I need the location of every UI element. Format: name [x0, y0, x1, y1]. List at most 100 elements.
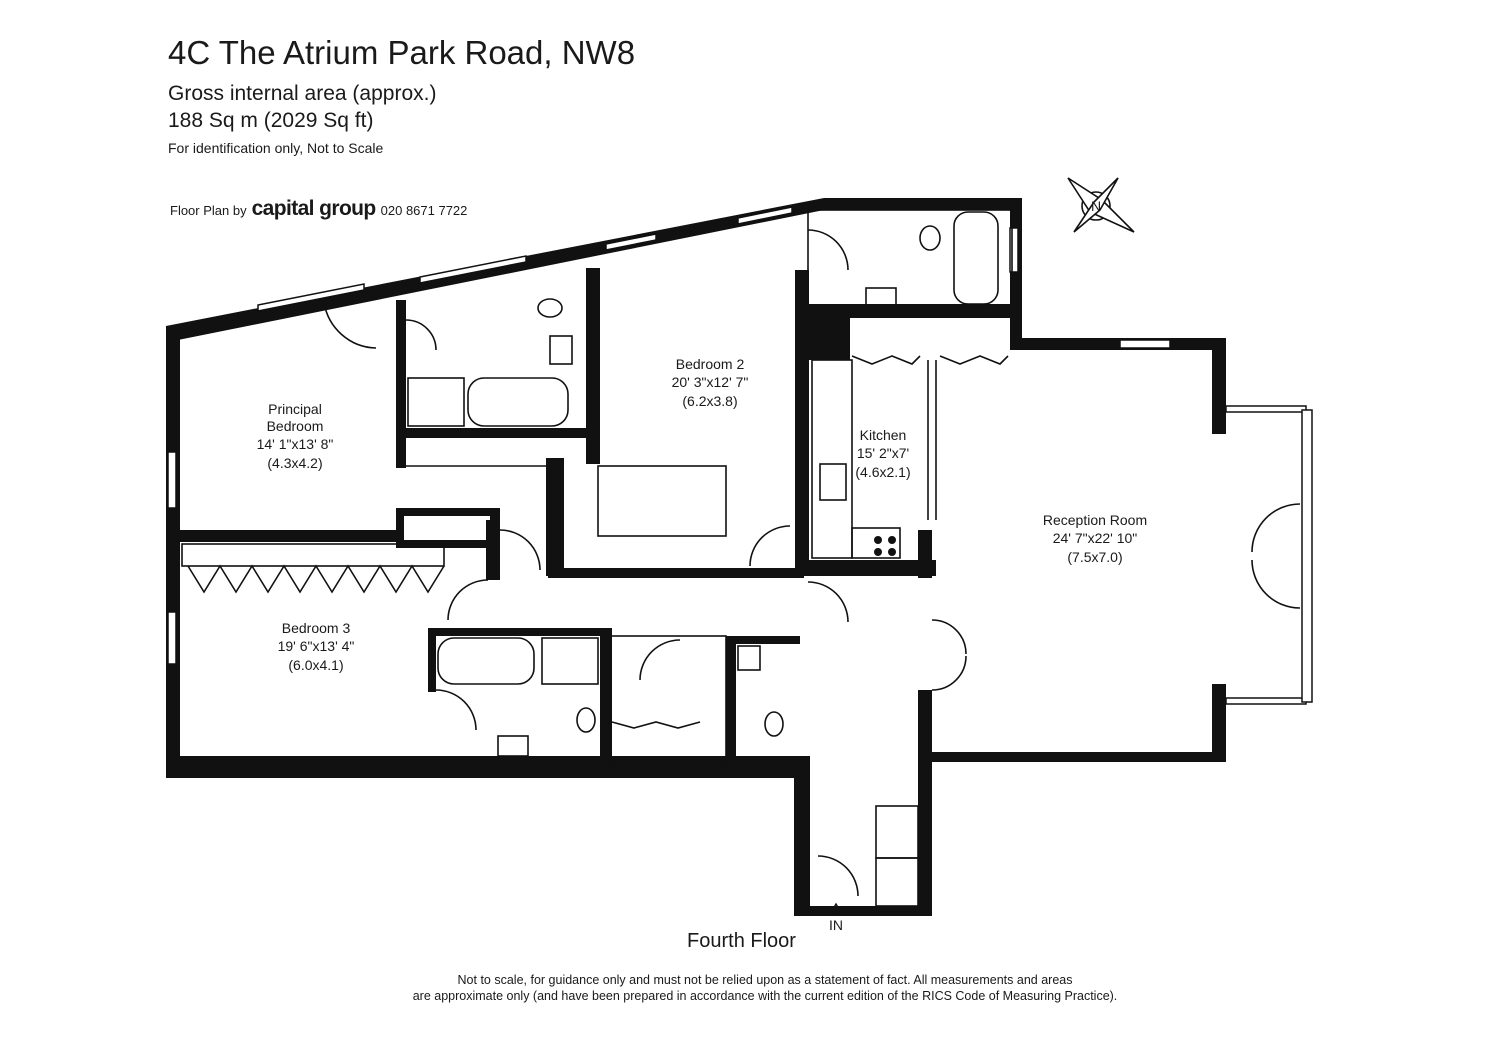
bed-area [597, 465, 727, 537]
basin [865, 287, 897, 307]
bedroom2-south-wall [546, 458, 564, 576]
room-metric: (6.2x3.8) [682, 393, 737, 409]
south-wall-bedrooms [166, 756, 806, 778]
hob-ring [874, 536, 882, 544]
principal-east-wall [586, 268, 600, 464]
door-swing [499, 529, 541, 571]
door-swing [1251, 559, 1301, 609]
toilet [576, 707, 596, 733]
compass-rose-icon [1073, 177, 1119, 233]
toilet [764, 711, 784, 737]
bathroom-north-wall [428, 628, 608, 636]
entrance-arrow-icon [828, 902, 844, 915]
bath [467, 377, 569, 427]
bay-window [1301, 409, 1313, 703]
reception-north-wall [1010, 338, 1226, 350]
window [737, 206, 793, 225]
wardrobe-doors [187, 564, 445, 594]
entrance-wall [794, 906, 932, 916]
basin [497, 735, 529, 757]
hall-north-wall [548, 568, 804, 578]
room-name: Bedroom 2 [676, 356, 745, 372]
principal-ensuite-west-wall [396, 300, 406, 468]
toilet [537, 298, 563, 318]
room-label-principal-bedroom: Principal Bedroom 14' 1"x13' 8" (4.3x4.2… [257, 401, 334, 471]
bath [953, 211, 999, 305]
compass-ring [1081, 191, 1111, 221]
entrance-corridor-west-wall [794, 756, 810, 916]
west-wall [166, 326, 180, 778]
page-title: 4C The Atrium Park Road, NW8 [168, 34, 636, 71]
room-metric: (4.6x2.1) [855, 464, 910, 480]
hall-cupboard [609, 635, 727, 767]
wardrobe-doors [939, 355, 1009, 365]
hob-ring [874, 548, 882, 556]
disclaimer-line: are approximate only (and have been prep… [412, 989, 1118, 1003]
hob-ring [888, 548, 896, 556]
reception-south-wall [918, 752, 1224, 762]
window [167, 451, 177, 509]
brand-logo: capital group [251, 197, 377, 220]
room-metric: (4.3x4.2) [267, 455, 322, 471]
room-label-kitchen: Kitchen 15' 2"x7' (4.6x2.1) [855, 427, 910, 480]
ensuite-south-wall [808, 304, 1018, 312]
hob-ring [888, 536, 896, 544]
door-swing [323, 301, 377, 349]
door-swing [807, 581, 849, 623]
kitchen-counter [811, 359, 853, 559]
kitchen-corner-block [808, 310, 850, 360]
room-name: Reception Room [1043, 512, 1147, 528]
basin [737, 645, 761, 671]
room-name: Principal [268, 401, 322, 417]
ensuite-room [807, 209, 1013, 307]
door-swing [931, 619, 967, 655]
entrance-corridor-east-wall [918, 756, 932, 916]
kitchen-south-wall [806, 560, 936, 576]
door-swing [749, 525, 791, 567]
toilet [919, 225, 941, 251]
room-size: 14' 1"x13' 8" [257, 436, 334, 452]
door-swing [807, 229, 849, 271]
shower [407, 377, 465, 427]
area-value: 188 Sq m (2029 Sq ft) [168, 109, 374, 132]
door-swing [931, 655, 967, 691]
floor-label: Fourth Floor [687, 930, 796, 952]
room-size: 24' 7"x22' 10" [1053, 530, 1138, 546]
room-size: 15' 2"x7' [857, 445, 909, 461]
door-swing [639, 639, 681, 681]
disclaimer: Not to scale, for guidance only and must… [0, 972, 1500, 1004]
bedroom2-east-wall [795, 270, 809, 576]
bath [437, 637, 535, 685]
hall-west-wall [486, 520, 500, 580]
room-label-reception-room: Reception Room 24' 7"x22' 10" (7.5x7.0) [1043, 512, 1147, 565]
entrance-label: IN [829, 917, 843, 933]
wardrobe [181, 543, 445, 567]
disclaimer-line: Not to scale, for guidance only and must… [457, 973, 1073, 987]
door-swing [447, 579, 489, 621]
bay-window [1225, 697, 1307, 705]
room-name: Bedroom [267, 418, 324, 434]
reception-east-wall-upper [1212, 338, 1226, 434]
kitchen-sink [819, 463, 847, 501]
wardrobe-doors [611, 721, 701, 729]
room-label-bedroom-2: Bedroom 2 20' 3"x12' 7" (6.2x3.8) [672, 356, 749, 409]
bathroom-west-wall [428, 628, 436, 692]
credit-prefix: Floor Plan by [170, 203, 247, 218]
wardrobe-doors [851, 355, 921, 365]
room-name: Kitchen [860, 427, 907, 443]
store-cupboard [875, 805, 919, 859]
reception-west-wall-upper [918, 530, 932, 578]
room-name: Bedroom 3 [282, 620, 351, 636]
reception-east-wall-lower [1212, 684, 1226, 762]
door-swing [405, 319, 437, 351]
shower [541, 637, 599, 685]
reception-west-wall-lower [918, 690, 932, 762]
room-metric: (7.5x7.0) [1067, 549, 1122, 565]
window [419, 255, 527, 284]
room-metric: (6.0x4.1) [288, 657, 343, 673]
basin [549, 335, 573, 365]
area-label: Gross internal area (approx.) [168, 82, 437, 105]
window [1009, 227, 1019, 273]
room-size: 20' 3"x12' 7" [672, 374, 749, 390]
floor-plan-credit: Floor Plan by capital group 020 8671 772… [170, 197, 467, 221]
